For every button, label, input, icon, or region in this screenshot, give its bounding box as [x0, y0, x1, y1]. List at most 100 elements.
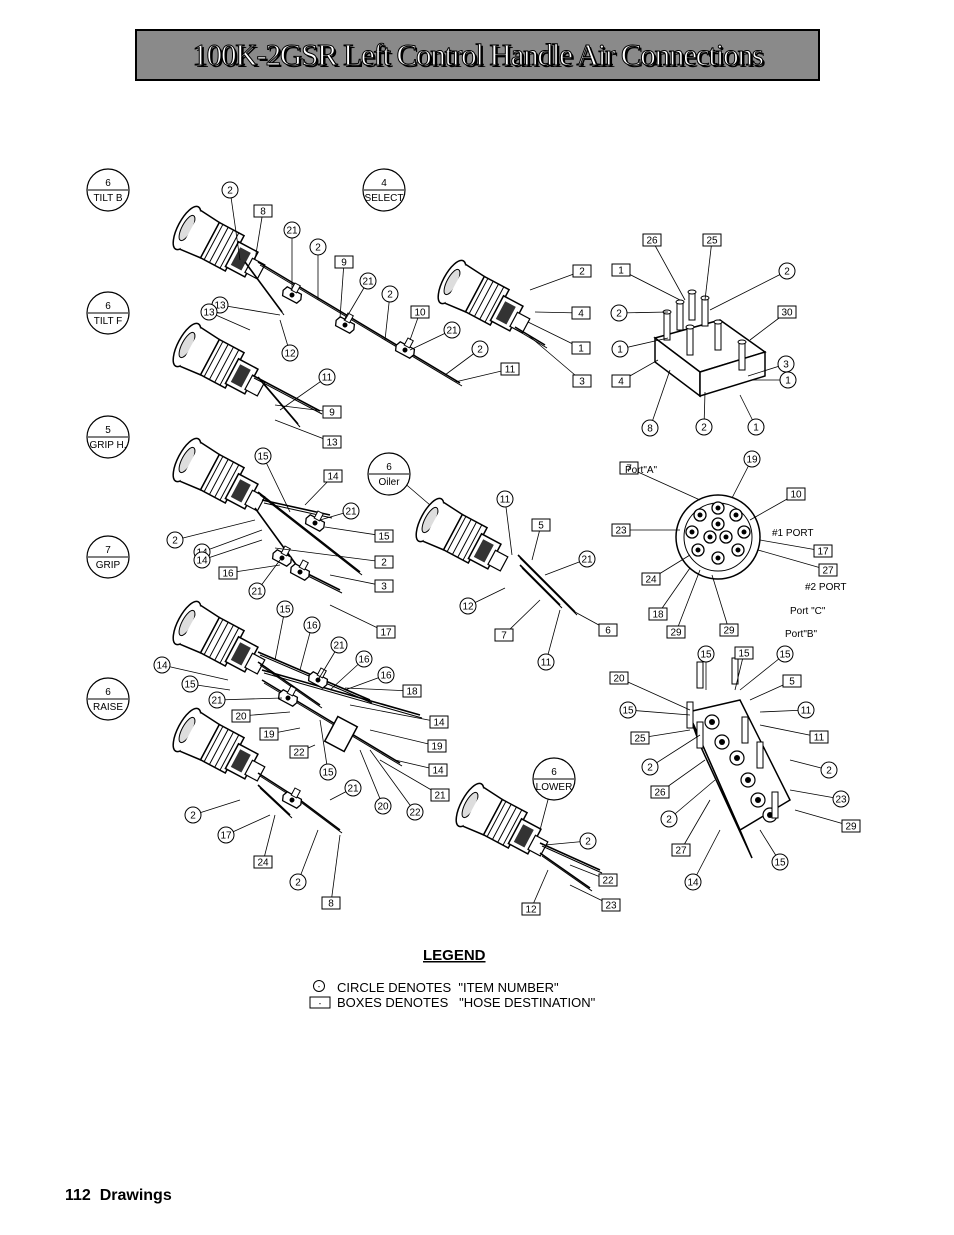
valve-body — [167, 703, 275, 793]
hose-destination-box — [598, 873, 618, 887]
item-number-circle — [355, 650, 373, 668]
hose-destination-box — [611, 374, 631, 388]
item-number: 16 — [306, 621, 318, 632]
callout-leader — [201, 539, 263, 561]
hose-destination-box — [427, 739, 447, 753]
manifold-stem — [714, 321, 722, 351]
callout-leader — [692, 829, 721, 883]
hose-destination: 12 — [525, 905, 537, 916]
hose-destination-box — [642, 233, 662, 247]
hose-destination: 4 — [618, 377, 624, 388]
item-number: 15 — [257, 452, 269, 463]
port-hole-center — [707, 534, 713, 540]
destination-leader — [324, 526, 385, 537]
hose-destination: 9 — [341, 258, 347, 269]
item-number: 2 — [585, 837, 591, 848]
item-number: 15 — [322, 768, 334, 779]
valve-body — [167, 596, 275, 686]
item-number-circle — [184, 806, 202, 824]
hose-destination-box — [531, 518, 551, 532]
hose-destination: 20 — [235, 712, 247, 723]
hose-line — [259, 379, 301, 428]
hose-destination: 27 — [675, 846, 687, 857]
hose-destination: 9 — [329, 408, 335, 419]
stack-port-center — [719, 739, 725, 745]
item-number: 12 — [284, 349, 296, 360]
item-number-circle — [318, 368, 336, 386]
hose-destination: 24 — [257, 858, 269, 869]
item-number-circle — [619, 701, 637, 719]
hose-destination: 18 — [652, 610, 664, 621]
item-number: 15 — [279, 605, 291, 616]
callout-leader — [219, 304, 281, 316]
item-number: 1 — [617, 345, 623, 356]
manifold-stem-cap — [737, 339, 747, 345]
item-number: 15 — [779, 650, 791, 661]
hose-line — [253, 377, 323, 415]
callout-leader — [216, 697, 283, 701]
manifold-stem-cap — [713, 319, 723, 325]
stack-port-center — [734, 755, 740, 761]
hose-line — [257, 261, 461, 384]
hose-destination-box — [500, 362, 520, 376]
destination-leader — [675, 569, 701, 633]
hose-destination-box — [322, 435, 342, 449]
destination-leader — [657, 567, 691, 615]
hose-destination: 21 — [434, 791, 446, 802]
callout-leader — [504, 498, 513, 556]
hose-destination-box — [253, 855, 273, 869]
valve-fitting — [167, 318, 275, 408]
item-number: 11 — [801, 706, 812, 717]
callout-leader — [297, 829, 319, 883]
item-number: 16 — [380, 671, 392, 682]
item-number-circle — [496, 490, 514, 508]
item-number-circle — [344, 779, 362, 797]
item-number-circle — [641, 419, 659, 437]
destination-leader — [339, 261, 345, 319]
hose-line — [263, 672, 423, 719]
hose-line — [257, 784, 291, 816]
port-1-label: #1 PORT — [772, 528, 814, 539]
valve-item-number: 7 — [105, 545, 111, 556]
title-banner: 100K-2GSR Left Control Handle Air Connec… — [135, 29, 820, 81]
hose-destination-box — [841, 819, 861, 833]
item-number: 11 — [541, 658, 552, 669]
hose-destination: 5 — [789, 677, 795, 688]
hose-destination-box — [671, 843, 691, 857]
destination-leader — [369, 729, 438, 747]
item-number: 21 — [251, 587, 263, 598]
destination-leader — [262, 814, 276, 863]
hose-destination: 17 — [817, 547, 829, 558]
callout-leader — [709, 270, 788, 311]
hose-destination: 1 — [618, 266, 624, 277]
hose-destination: 18 — [406, 687, 418, 698]
hose-destination: 14 — [433, 718, 445, 729]
item-number: 3 — [783, 360, 789, 371]
item-number: 2 — [616, 309, 622, 320]
valve-item-number: 6 — [551, 767, 557, 778]
item-number-circle — [747, 418, 765, 436]
port-hole-center — [723, 534, 729, 540]
destination-leader — [759, 539, 824, 552]
stack-port-center — [755, 797, 761, 803]
item-number-circle — [406, 803, 424, 821]
port-hole-center — [689, 529, 695, 535]
hose-destination-box — [334, 255, 354, 269]
hose-destination: 15 — [738, 649, 750, 660]
manifold-stem-cap — [675, 299, 685, 305]
callout-leader — [739, 653, 786, 691]
hose-destination-box — [571, 306, 591, 320]
item-number-circle — [289, 873, 307, 891]
manifold-stem — [688, 291, 696, 321]
hose-line — [301, 802, 343, 834]
valve-item-number: 6 — [105, 178, 111, 189]
drawing-artwork — [167, 201, 791, 892]
hose-destination: 19 — [431, 742, 443, 753]
hose-destination-box — [702, 233, 722, 247]
item-number: 2 — [701, 423, 707, 434]
item-number: 21 — [211, 696, 223, 707]
callout-leader — [229, 189, 241, 261]
valve-item-number: 6 — [105, 301, 111, 312]
hose-destination: 2 — [579, 267, 585, 278]
